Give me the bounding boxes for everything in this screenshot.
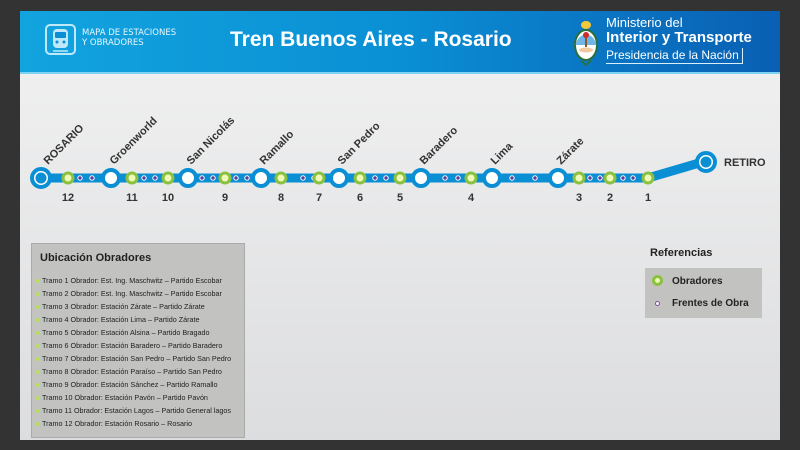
train-icon [45,24,76,55]
list-item: Tramo 10 Obrador: Estación Pavón – Parti… [36,391,231,404]
station-label-san-nicolas: San Nicolás [185,115,238,168]
obrador-legend-icon [652,275,663,286]
obrador-number: 8 [278,192,284,204]
list-item-text: Tramo 2 Obrador: Est. Ing. Maschwitz – P… [42,289,222,298]
list-item: Tramo 11 Obrador: Estación Lagos – Parti… [36,404,231,417]
bullet-icon [36,318,40,323]
station-label-retiro: RETIRO [724,157,766,169]
obrador-number: 2 [607,192,613,204]
header: MAPA DE ESTACIONES Y OBRADORES Tren Buen… [20,11,780,74]
list-item: Tramo 9 Obrador: Estación Sánchez – Part… [36,378,231,391]
bullet-icon [36,331,40,336]
list-item: Tramo 1 Obrador: Est. Ing. Maschwitz – P… [36,274,231,287]
list-item-text: Tramo 6 Obrador: Estación Baradero – Par… [42,341,223,350]
bullet-icon [36,344,40,349]
list-item: Tramo 12 Obrador: Estación Rosario – Ros… [36,417,231,430]
station-label-zarate: Zárate [555,135,587,167]
references-legend: Obradores Frentes de Obra [645,268,762,318]
list-item-text: Tramo 3 Obrador: Estación Zárate – Parti… [42,302,205,311]
list-item-text: Tramo 7 Obrador: Estación San Pedro – Pa… [42,354,232,363]
obrador-number: 7 [316,192,322,204]
panel-title: Ubicación Obradores [40,252,152,264]
train-line-map: ROSARIO Groenworld San Nicolás Ramallo S… [30,115,766,204]
list-item: Tramo 2 Obrador: Est. Ing. Maschwitz – P… [36,287,231,300]
map-frame: MAPA DE ESTACIONES Y OBRADORES Tren Buen… [20,11,780,440]
legend-frentes-label: Frentes de Obra [672,298,749,309]
station-label-lima: Lima [489,140,516,167]
list-item-text: Tramo 12 Obrador: Estación Rosario – Ros… [42,419,192,428]
obrador-number: 11 [126,192,138,204]
bullet-icon [36,292,40,297]
list-item: Tramo 8 Obrador: Estación Paraíso – Part… [36,365,231,378]
bullet-icon [36,370,40,375]
ministry-line1: Ministerio del [606,15,683,30]
list-item: Tramo 7 Obrador: Estación San Pedro – Pa… [36,352,231,365]
list-item-text: Tramo 9 Obrador: Estación Sánchez – Part… [42,380,218,389]
list-item: Tramo 6 Obrador: Estación Baradero – Par… [36,339,231,352]
logo-subtitle-line2: Y OBRADORES [82,38,144,48]
bullet-icon [36,383,40,388]
bullet-icon [36,409,40,414]
obrador-number: 4 [468,192,475,204]
list-item: Tramo 4 Obrador: Estación Lima – Partido… [36,313,231,326]
list-item-text: Tramo 5 Obrador: Estación Alsina – Parti… [42,328,210,337]
bullet-icon [36,422,40,427]
list-item: Tramo 3 Obrador: Estación Zárate – Parti… [36,300,231,313]
list-item: Tramo 5 Obrador: Estación Alsina – Parti… [36,326,231,339]
bullet-icon [36,357,40,362]
obrador-number: 1 [645,192,651,204]
legend-obradores-label: Obradores [672,276,723,287]
obrador-number: 6 [357,192,363,204]
ministry-block: Ministerio del Interior y Transporte Pre… [606,16,752,64]
list-item-text: Tramo 11 Obrador: Estación Lagos – Parti… [42,406,231,415]
obrador-number: 5 [397,192,403,204]
obrador-number: 9 [222,192,228,204]
ministry-line2: Interior y Transporte [606,29,752,46]
bullet-icon [36,396,40,401]
obrador-number: 3 [576,192,582,204]
list-item-text: Tramo 8 Obrador: Estación Paraíso – Part… [42,367,222,376]
obrador-number: 10 [162,192,174,204]
frente-legend-icon [655,301,660,306]
obrador-number: 12 [62,192,74,204]
station-markers [101,168,568,188]
obradores-list: Tramo 1 Obrador: Est. Ing. Maschwitz – P… [36,274,231,430]
list-item-text: Tramo 10 Obrador: Estación Pavón – Parti… [42,393,208,402]
station-label-ramallo: Ramallo [258,128,297,167]
obradores-panel: Ubicación Obradores Tramo 1 Obrador: Est… [31,243,245,438]
obrador-markers [61,171,655,185]
logo-subtitle-line1: MAPA DE ESTACIONES [82,28,177,38]
references-title: Referencias [650,247,713,259]
bullet-icon [36,305,40,310]
frentes-de-obra-markers [77,175,636,181]
station-label-san-pedro: San Pedro [336,120,383,167]
obrador-numbers: 12 11 10 9 8 7 6 5 4 3 2 1 [62,192,651,204]
list-item-text: Tramo 1 Obrador: Est. Ing. Maschwitz – P… [42,276,222,285]
bullet-icon [36,279,40,284]
station-label-groenworld: Groenworld [108,115,160,167]
ministry-line3: Presidencia de la Nación [606,48,743,64]
argentina-coat-of-arms-icon [573,17,599,69]
list-item-text: Tramo 4 Obrador: Estación Lima – Partido… [42,315,200,324]
station-label-baradero: Baradero [418,124,461,167]
station-label-rosario: ROSARIO [42,122,87,167]
page-title: Tren Buenos Aires - Rosario [230,28,512,51]
logo-subtitle: MAPA DE ESTACIONES Y OBRADORES [82,28,176,48]
